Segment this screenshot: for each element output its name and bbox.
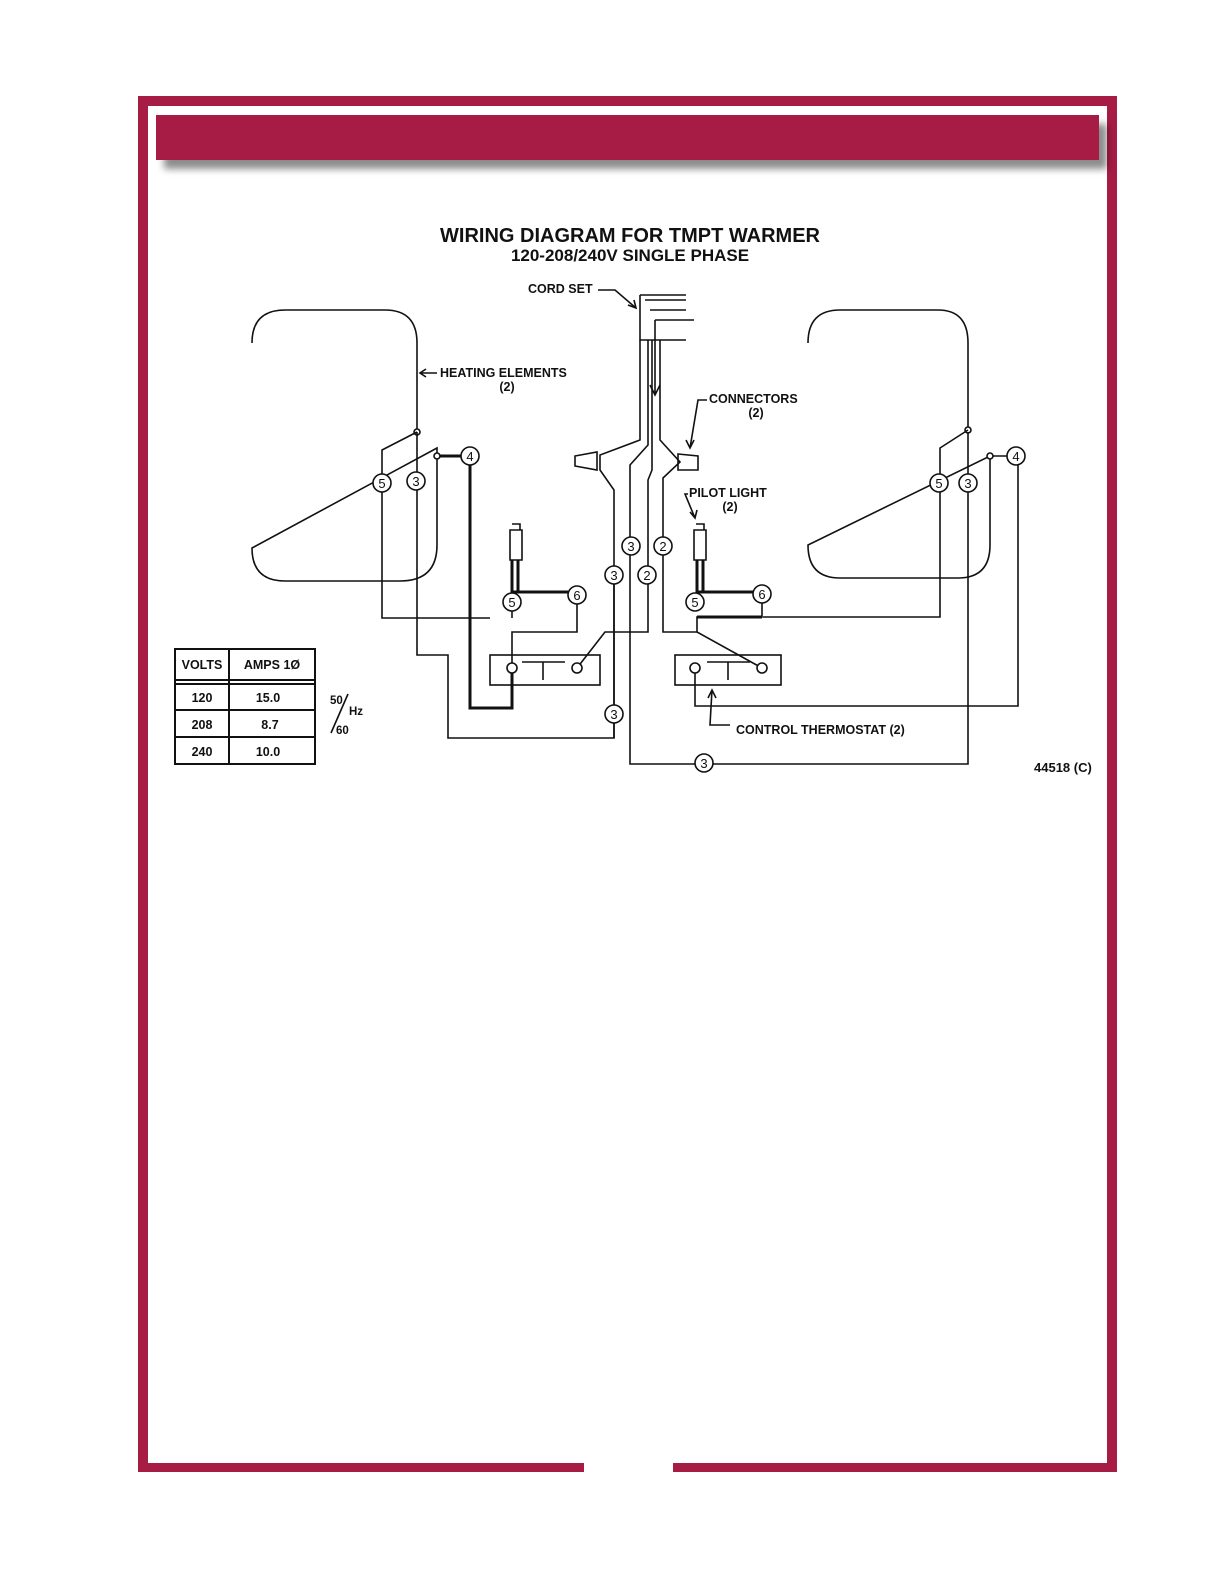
table-cell-volts: 208 bbox=[192, 718, 213, 732]
svg-text:6: 6 bbox=[758, 587, 765, 602]
table-cell-volts: 240 bbox=[192, 745, 213, 759]
center-wire-right-b bbox=[640, 340, 652, 632]
wire-number-3-right: 3 bbox=[959, 474, 977, 492]
wire-number-5-right-pilot: 5 bbox=[686, 593, 704, 611]
diagram-subtitle: 120-208/240V SINGLE PHASE bbox=[511, 246, 749, 265]
table-cell-amps: 8.7 bbox=[261, 718, 278, 732]
heating-elements-count: (2) bbox=[499, 380, 514, 394]
wire-number-5-right: 5 bbox=[930, 474, 948, 492]
wire-number-5-left-pilot: 5 bbox=[503, 593, 521, 611]
svg-text:6: 6 bbox=[573, 588, 580, 603]
heating-elements-leader bbox=[420, 369, 437, 377]
cord-set-label: CORD SET bbox=[528, 282, 593, 296]
wire-left-6 bbox=[512, 600, 577, 668]
wire-right-6 bbox=[697, 600, 762, 668]
wire-number-3-bottom: 3 bbox=[695, 754, 713, 772]
frequency-top: 50 bbox=[330, 695, 343, 707]
wire-number-5-left: 5 bbox=[373, 474, 391, 492]
table-header-volts: VOLTS bbox=[182, 658, 223, 672]
svg-text:5: 5 bbox=[378, 476, 385, 491]
wire-number-3-left: 3 bbox=[407, 472, 425, 490]
wire-number-3-center-b: 3 bbox=[622, 537, 640, 555]
pilot-light-label: PILOT LIGHT bbox=[689, 486, 767, 500]
frequency-unit: Hz bbox=[349, 706, 363, 718]
svg-text:5: 5 bbox=[691, 595, 698, 610]
wire-number-6-right-pilot: 6 bbox=[753, 585, 771, 603]
diagram-title: WIRING DIAGRAM FOR TMPT WARMER bbox=[440, 225, 821, 247]
cord-set bbox=[640, 295, 694, 340]
pilot-light-left bbox=[510, 524, 522, 560]
svg-text:5: 5 bbox=[935, 476, 942, 491]
table-header-amps: AMPS 1Ø bbox=[244, 658, 301, 672]
wire-number-4-left: 4 bbox=[461, 447, 479, 465]
connector-left bbox=[575, 452, 597, 470]
wire-left-3 bbox=[417, 432, 614, 738]
control-thermostat-label: CONTROL THERMOSTAT (2) bbox=[736, 723, 905, 737]
connector-leader bbox=[686, 400, 707, 448]
frequency-bottom: 60 bbox=[336, 725, 349, 737]
svg-text:2: 2 bbox=[643, 568, 650, 583]
drawing-number: 44518 (C) bbox=[1034, 760, 1092, 775]
table-cell-amps: 10.0 bbox=[256, 745, 280, 759]
wire-number-3-center-a: 3 bbox=[605, 566, 623, 584]
wire-left-pilot bbox=[512, 560, 577, 592]
svg-text:4: 4 bbox=[1012, 449, 1019, 464]
connectors-label: CONNECTORS bbox=[709, 392, 798, 406]
volts-amps-table: VOLTS AMPS 1Ø 120 15.0 208 8.7 240 10.0 bbox=[175, 649, 315, 764]
wire-number-4-right: 4 bbox=[1007, 447, 1025, 465]
svg-text:3: 3 bbox=[610, 707, 617, 722]
heating-element-left bbox=[252, 310, 437, 581]
heating-elements-label: HEATING ELEMENTS bbox=[440, 366, 567, 380]
thermostat-right-switch bbox=[707, 662, 750, 680]
wire-left-4 bbox=[440, 456, 512, 708]
wire-number-2-center-a: 2 bbox=[638, 566, 656, 584]
svg-text:3: 3 bbox=[627, 539, 634, 554]
thermostat-right-terminal-b bbox=[757, 663, 767, 673]
thermostat-left-switch bbox=[522, 662, 565, 680]
wire-number-3-bottom-left: 3 bbox=[605, 705, 623, 723]
svg-text:3: 3 bbox=[610, 568, 617, 583]
terminal-left-4 bbox=[434, 453, 440, 459]
thermostat-left-terminal-a bbox=[507, 663, 517, 673]
svg-text:3: 3 bbox=[964, 476, 971, 491]
thermostat-left-terminal-b bbox=[572, 663, 582, 673]
svg-text:4: 4 bbox=[466, 449, 473, 464]
wire-number-2-center-b: 2 bbox=[654, 537, 672, 555]
pilot-light-right bbox=[694, 524, 706, 560]
svg-text:2: 2 bbox=[659, 539, 666, 554]
center-wire-left-b bbox=[630, 340, 968, 764]
table-cell-amps: 15.0 bbox=[256, 691, 280, 705]
svg-text:3: 3 bbox=[700, 756, 707, 771]
wire-right-pilot bbox=[697, 560, 762, 592]
table-cell-volts: 120 bbox=[192, 691, 213, 705]
connectors-count: (2) bbox=[748, 406, 763, 420]
pilot-light-count: (2) bbox=[722, 500, 737, 514]
cord-set-leader bbox=[598, 290, 636, 308]
wire-right-thermostat-leader bbox=[708, 690, 730, 725]
svg-text:5: 5 bbox=[508, 595, 515, 610]
wire-right-5 bbox=[763, 430, 968, 617]
wire-number-6-left-pilot: 6 bbox=[568, 586, 586, 604]
terminal-right-4 bbox=[987, 453, 993, 459]
thermostat-right-terminal-a bbox=[690, 663, 700, 673]
svg-text:3: 3 bbox=[412, 474, 419, 489]
heating-element-right bbox=[808, 310, 990, 578]
